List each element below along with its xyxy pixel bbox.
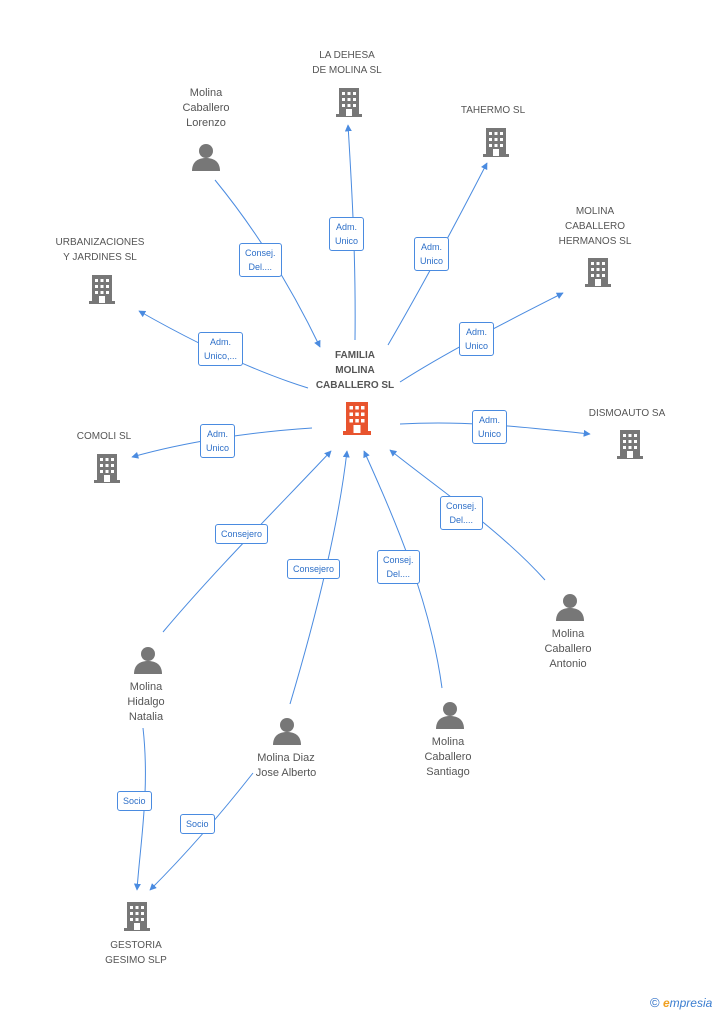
building-icon	[483, 128, 509, 157]
node-label-jose: Molina Diaz Jose Alberto	[255, 752, 317, 779]
edge-label-natalia-gestoria[interactable]: Socio	[117, 791, 152, 811]
building-icon	[124, 902, 150, 931]
edge-label-natalia[interactable]: Consejero	[215, 524, 269, 544]
node-label-antonio: Molina Caballero Antonio	[544, 628, 592, 670]
building-icon	[94, 454, 120, 483]
brand-logo-initial: e	[662, 996, 670, 1010]
node-label-la-dehesa: LA DEHESA DE MOLINA SL	[312, 50, 382, 76]
edge-label-lorenzo[interactable]: Consej. Del....	[239, 243, 282, 277]
edge-label-jose[interactable]: Consejero	[287, 559, 341, 579]
person-icon	[134, 647, 162, 674]
person-icon	[192, 144, 220, 171]
building-icon	[89, 275, 115, 304]
node-label-comoli: COMOLI SL	[76, 431, 132, 442]
edge-label-santiago[interactable]: Consej. Del....	[377, 550, 420, 584]
node-label-dismoauto: DISMOAUTO SA	[588, 408, 666, 419]
building-icon	[336, 88, 362, 117]
edge-label-la-dehesa[interactable]: Adm. Unico	[329, 217, 365, 251]
node-label-santiago: Molina Caballero Santiago	[424, 736, 472, 778]
edge-label-comoli[interactable]: Adm. Unico	[200, 424, 236, 458]
center-building-icon	[343, 402, 371, 435]
node-label-urbanizaciones: URBANIZACIONES Y JARDINES SL	[55, 237, 145, 263]
edge-label-jose-gestoria[interactable]: Socio	[180, 814, 215, 834]
edge-label-dismoauto[interactable]: Adm. Unico	[472, 410, 508, 444]
edge-label-urbanizaciones[interactable]: Adm. Unico,...	[198, 332, 244, 366]
brand-logo-text: mpresia	[669, 996, 713, 1010]
person-icon	[273, 718, 301, 745]
footer-brand[interactable]: © empresia	[650, 995, 712, 1010]
node-label-molina-hermanos: MOLINA CABALLERO HERMANOS SL	[558, 206, 632, 247]
node-label-natalia: Molina Hidalgo Natalia	[127, 681, 165, 723]
node-label-gestoria: GESTORIA GESIMO SLP	[105, 940, 167, 966]
edge-line-jose-gestoria	[149, 772, 254, 891]
edge-label-tahermo[interactable]: Adm. Unico	[414, 237, 450, 271]
person-icon	[436, 702, 464, 729]
node-label-lorenzo: Molina Caballero Lorenzo	[182, 87, 230, 129]
edge-label-hermanos[interactable]: Adm. Unico	[459, 322, 495, 356]
edge-line-natalia-gestoria	[133, 727, 146, 891]
node-label-center: FAMILIA MOLINA CABALLERO SL	[315, 350, 395, 391]
person-icon	[556, 594, 584, 621]
edge-label-antonio[interactable]: Consej. Del....	[440, 496, 483, 530]
copyright-icon: ©	[650, 995, 660, 1010]
building-icon	[617, 430, 643, 459]
building-icon	[585, 258, 611, 287]
node-label-tahermo: TAHERMO SL	[460, 105, 526, 116]
